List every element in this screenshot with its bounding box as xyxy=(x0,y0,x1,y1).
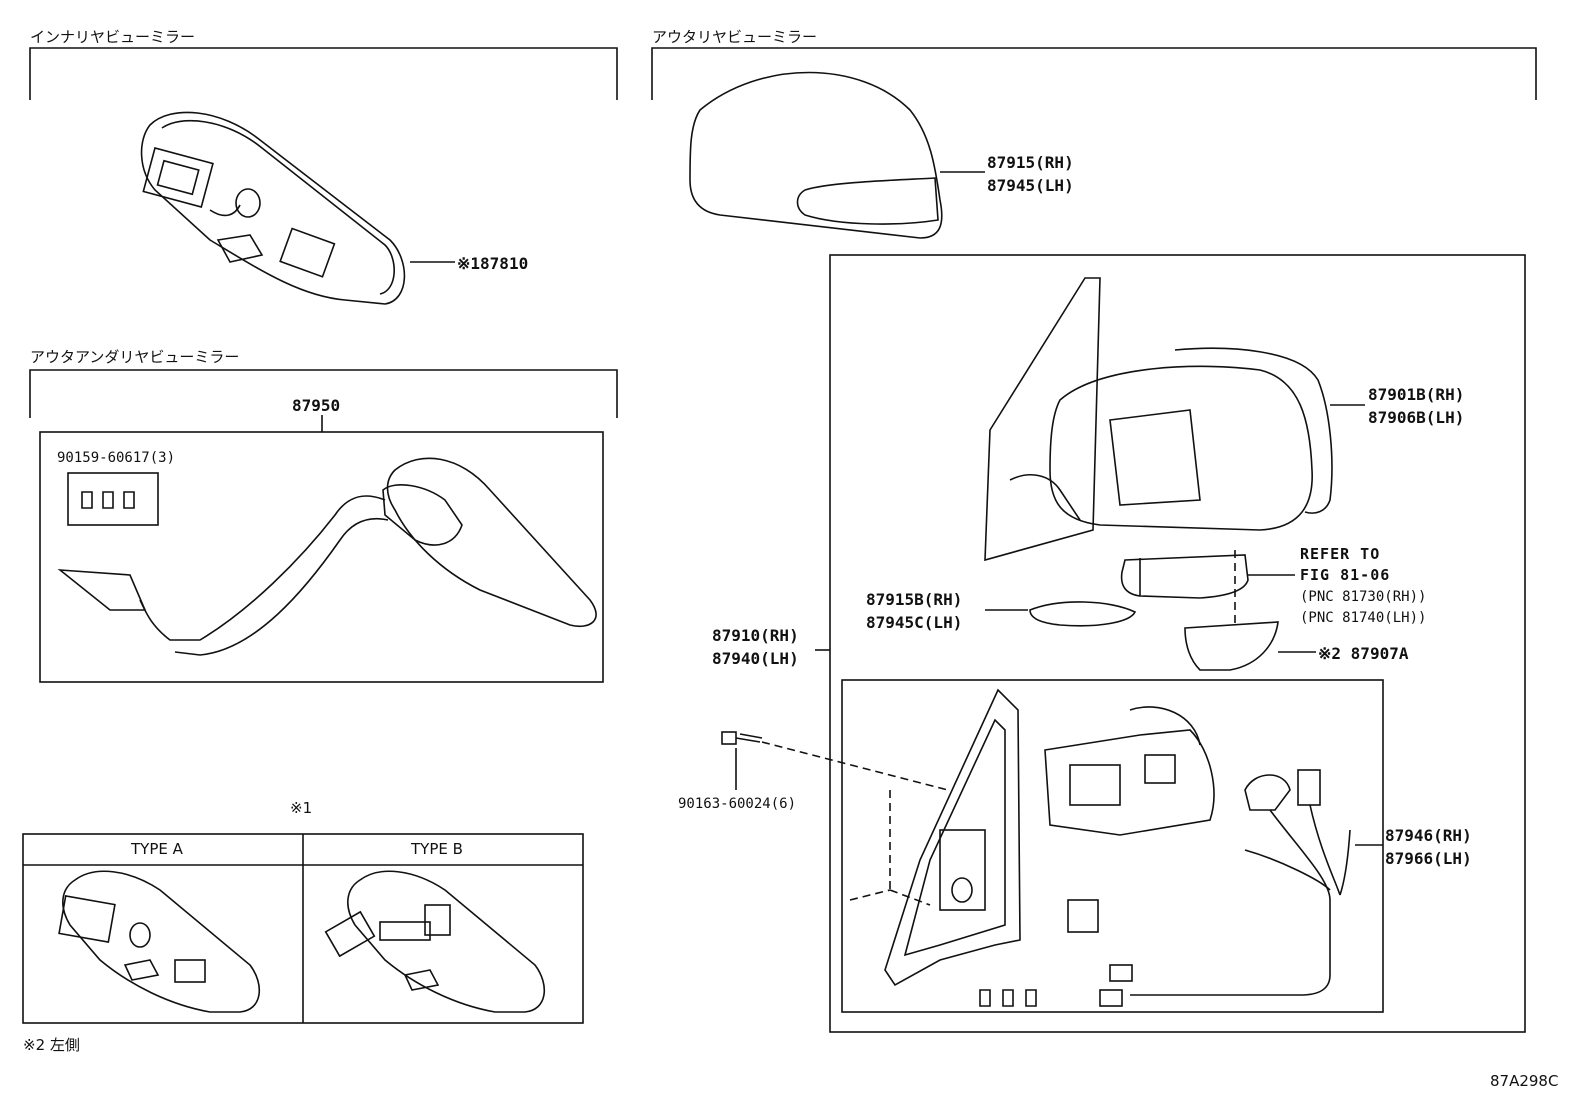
part-87915: 87915(RH) xyxy=(987,153,1074,172)
part-87810: ※187810 xyxy=(457,254,529,273)
bolt-dash xyxy=(761,741,949,791)
screws-drawing xyxy=(81,491,1037,1007)
under-mirror-drawing xyxy=(57,457,597,656)
inner-mirror-drawing xyxy=(140,111,406,305)
part-87945C: 87945C(LH) xyxy=(866,613,963,632)
part-87966: 87966(LH) xyxy=(1385,849,1472,868)
connector-drawing xyxy=(1067,899,1099,933)
mirror-base-drawing xyxy=(849,688,1021,987)
mirror-housing-drawing xyxy=(984,277,1333,562)
part-90159: 90159-60617(3) xyxy=(57,450,176,466)
illustration-code: 87A298C xyxy=(1490,1072,1559,1090)
outer-assy-box xyxy=(829,254,1526,1033)
refer-line-1: REFER TO xyxy=(1300,545,1381,563)
type-b-label: TYPE B xyxy=(411,840,463,858)
section-outer-mirror: アウタリヤビューミラー xyxy=(652,28,818,46)
part-90163: 90163-60024(6) xyxy=(678,796,797,812)
part-87907A: ※2 87907A xyxy=(1318,644,1409,663)
under-mirror-box xyxy=(39,431,604,683)
footnote-2: ※2 左側 xyxy=(23,1036,80,1054)
refer-line-2: FIG 81-06 xyxy=(1300,566,1391,584)
inner-mirror-bracket xyxy=(29,47,618,100)
refer-pnc-2: (PNC 81740(LH)) xyxy=(1300,610,1427,626)
type-a-mirror-drawing xyxy=(58,870,261,1013)
part-87915B: 87915B(RH) xyxy=(866,590,963,609)
motor-drawing xyxy=(1044,706,1215,836)
part-87940: 87940(LH) xyxy=(712,649,799,668)
harness-drawing xyxy=(1099,769,1351,1007)
part-87910: 87910(RH) xyxy=(712,626,799,645)
outer-mirror-bracket xyxy=(651,47,1537,100)
lens-drawing xyxy=(1029,601,1137,627)
type-note-marker: ※1 xyxy=(290,799,313,817)
part-87945: 87945(LH) xyxy=(987,176,1074,195)
section-under-mirror: アウタアンダリヤビューミラー xyxy=(30,348,240,366)
lower-cover-drawing xyxy=(1184,621,1279,671)
under-mirror-bracket xyxy=(29,369,618,418)
section-inner-mirror: インナリヤビューミラー xyxy=(30,28,196,46)
bolt-drawing xyxy=(721,731,763,745)
part-87946: 87946(RH) xyxy=(1385,826,1472,845)
type-a-label: TYPE A xyxy=(131,840,183,858)
turn-lamp-drawing xyxy=(1120,554,1249,599)
inner-assy-box xyxy=(841,679,1384,1013)
part-87950: 87950 xyxy=(292,396,341,415)
screw-box xyxy=(67,472,159,526)
mirror-cover-drawing xyxy=(689,71,943,239)
part-87901B: 87901B(RH) xyxy=(1368,385,1465,404)
type-b-mirror-drawing xyxy=(324,870,546,1013)
part-87906B: 87906B(LH) xyxy=(1368,408,1465,427)
refer-pnc-1: (PNC 81730(RH)) xyxy=(1300,589,1427,605)
